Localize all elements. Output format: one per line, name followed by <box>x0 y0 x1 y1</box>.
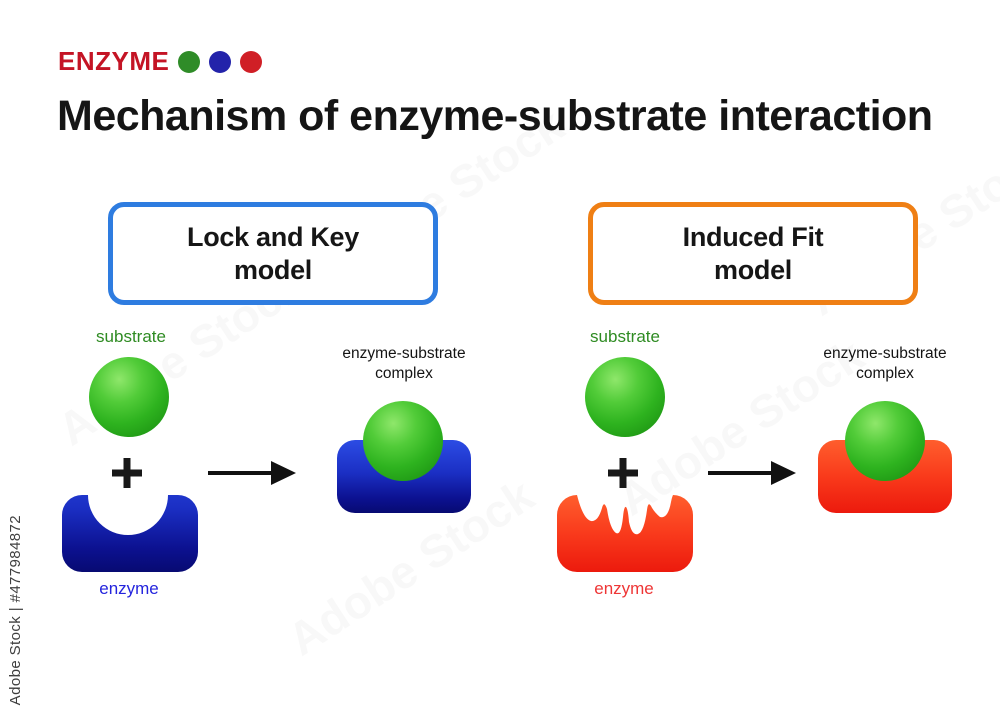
lock-and-key-label-line1: Lock and Key <box>187 221 359 252</box>
induced-fit-model-box: Induced Fit model <box>588 202 918 305</box>
enzyme-label: enzyme <box>99 579 159 598</box>
right-arrow-icon <box>708 461 796 485</box>
enzyme-label: enzyme <box>594 579 654 598</box>
brand-logo-text: ENZYME <box>58 46 170 76</box>
complex-substrate-sphere <box>363 401 443 481</box>
stock-id-watermark: Adobe Stock | #477984872 <box>7 514 24 705</box>
induced-fit-label-line2: model <box>713 254 792 285</box>
enzyme-shape-induced <box>557 495 693 572</box>
substrate-sphere <box>89 357 169 437</box>
plus-icon <box>608 458 638 488</box>
logo-green-dot-icon <box>178 50 201 73</box>
enzyme-shape-lock <box>62 495 198 572</box>
brand-logo: ENZYME <box>58 46 263 77</box>
complex-label-line2: complex <box>856 365 914 383</box>
logo-red-dot-icon <box>240 50 263 73</box>
induced-fit-label-line1: Induced Fit <box>682 221 824 252</box>
substrate-label: substrate <box>96 327 166 346</box>
complex-label: enzyme-substrate complex <box>800 344 970 384</box>
lock-and-key-model-box: Lock and Key model <box>108 202 438 305</box>
complex-label-line1: enzyme-substrate <box>342 345 466 362</box>
page-title: Mechanism of enzyme-substrate interactio… <box>57 92 933 140</box>
substrate-label: substrate <box>590 327 660 346</box>
complex-label-line2: complex <box>375 365 433 383</box>
plus-icon <box>112 458 142 488</box>
complex-label: enzyme-substrate complex <box>319 344 489 384</box>
logo-blue-dot-icon <box>209 50 232 73</box>
complex-substrate-sphere <box>845 401 925 481</box>
right-arrow-icon <box>208 461 296 485</box>
lock-and-key-label-line2: model <box>233 254 312 285</box>
substrate-sphere <box>585 357 665 437</box>
complex-label-line1: enzyme-substrate <box>823 345 947 362</box>
